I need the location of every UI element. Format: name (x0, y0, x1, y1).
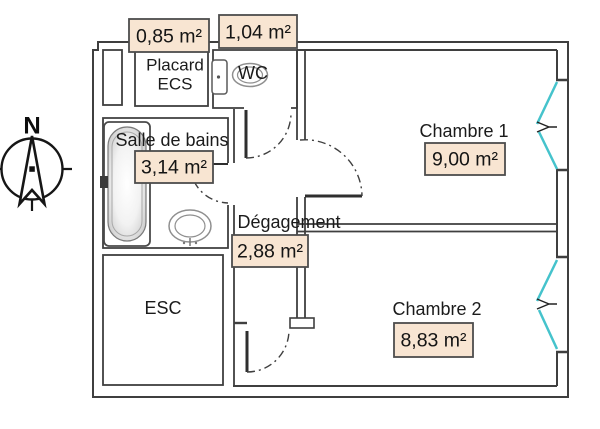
area-value-bathroom: 3,14 m² (141, 157, 208, 179)
area-value-wc: 1,04 m² (225, 22, 292, 44)
area-value-placard: 0,85 m² (136, 26, 203, 48)
toilet-icon (211, 59, 269, 95)
closet-left (102, 49, 123, 106)
compass-icon: N (0, 113, 72, 211)
area-value-degagement: 2,88 m² (237, 241, 304, 263)
compass-north-label: N (23, 113, 40, 140)
area-label-wc: 1,04 m² (218, 14, 298, 49)
area-value-chambre2: 8,83 m² (400, 330, 467, 352)
exterior-walls (92, 41, 569, 398)
room-label-wc: WC (238, 63, 268, 83)
sink-icon (168, 209, 212, 246)
room-label-placard-line1: Placard (146, 56, 204, 75)
room-esc (102, 254, 224, 386)
area-label-placard: 0,85 m² (128, 18, 210, 53)
room-label-bathroom: Salle de bains (115, 130, 228, 150)
room-label-chambre2: Chambre 2 (392, 299, 481, 319)
room-label-placard-line2: ECS (158, 75, 193, 94)
area-value-chambre1: 9,00 m² (432, 149, 499, 171)
window-chambre1-icon (535, 78, 568, 172)
window-chambre2-icon (535, 255, 568, 354)
room-wc (212, 49, 298, 109)
room-label-degagement: Dégagement (237, 212, 340, 232)
door-chambre2-icon (245, 329, 290, 373)
area-label-chambre1: 9,00 m² (424, 142, 506, 176)
door-wc-icon (244, 110, 292, 159)
room-label-esc: ESC (144, 298, 181, 318)
area-label-chambre2: 8,83 m² (393, 322, 474, 358)
door-chambre1-icon (299, 139, 363, 198)
area-label-degagement: 2,88 m² (231, 234, 309, 268)
area-label-bathroom: 3,14 m² (134, 150, 214, 184)
room-label-chambre1: Chambre 1 (419, 121, 508, 141)
